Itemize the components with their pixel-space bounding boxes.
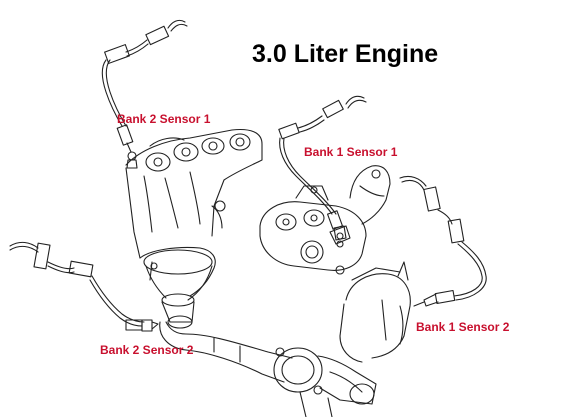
bank1-exhaust-manifold [259, 165, 391, 275]
bank2-sensor1-wiring [101, 19, 188, 153]
diagram-title: 3.0 Liter Engine [252, 40, 439, 68]
bank2-sensor2-wiring [9, 241, 145, 331]
bank1-catalytic-converter [339, 261, 411, 363]
bank1-sensor2-wiring [399, 175, 487, 305]
bank2-exhaust-manifold [125, 128, 263, 259]
bank1-sensor1-wiring [278, 95, 367, 230]
exhaust-flange [273, 347, 377, 417]
bank2-catalytic-converter [139, 246, 216, 323]
bank1-sensor2 [413, 293, 439, 307]
label-bank2-sensor1: Bank 2 Sensor 1 [117, 112, 211, 126]
label-bank1-sensor1: Bank 1 Sensor 1 [304, 145, 398, 159]
label-bank2-sensor2: Bank 2 Sensor 2 [100, 343, 194, 357]
bank2-sensor2 [141, 319, 159, 332]
label-bank1-sensor2: Bank 1 Sensor 2 [416, 320, 510, 334]
bank1-sensor1 [333, 225, 347, 248]
exhaust-y-pipe [159, 315, 293, 383]
